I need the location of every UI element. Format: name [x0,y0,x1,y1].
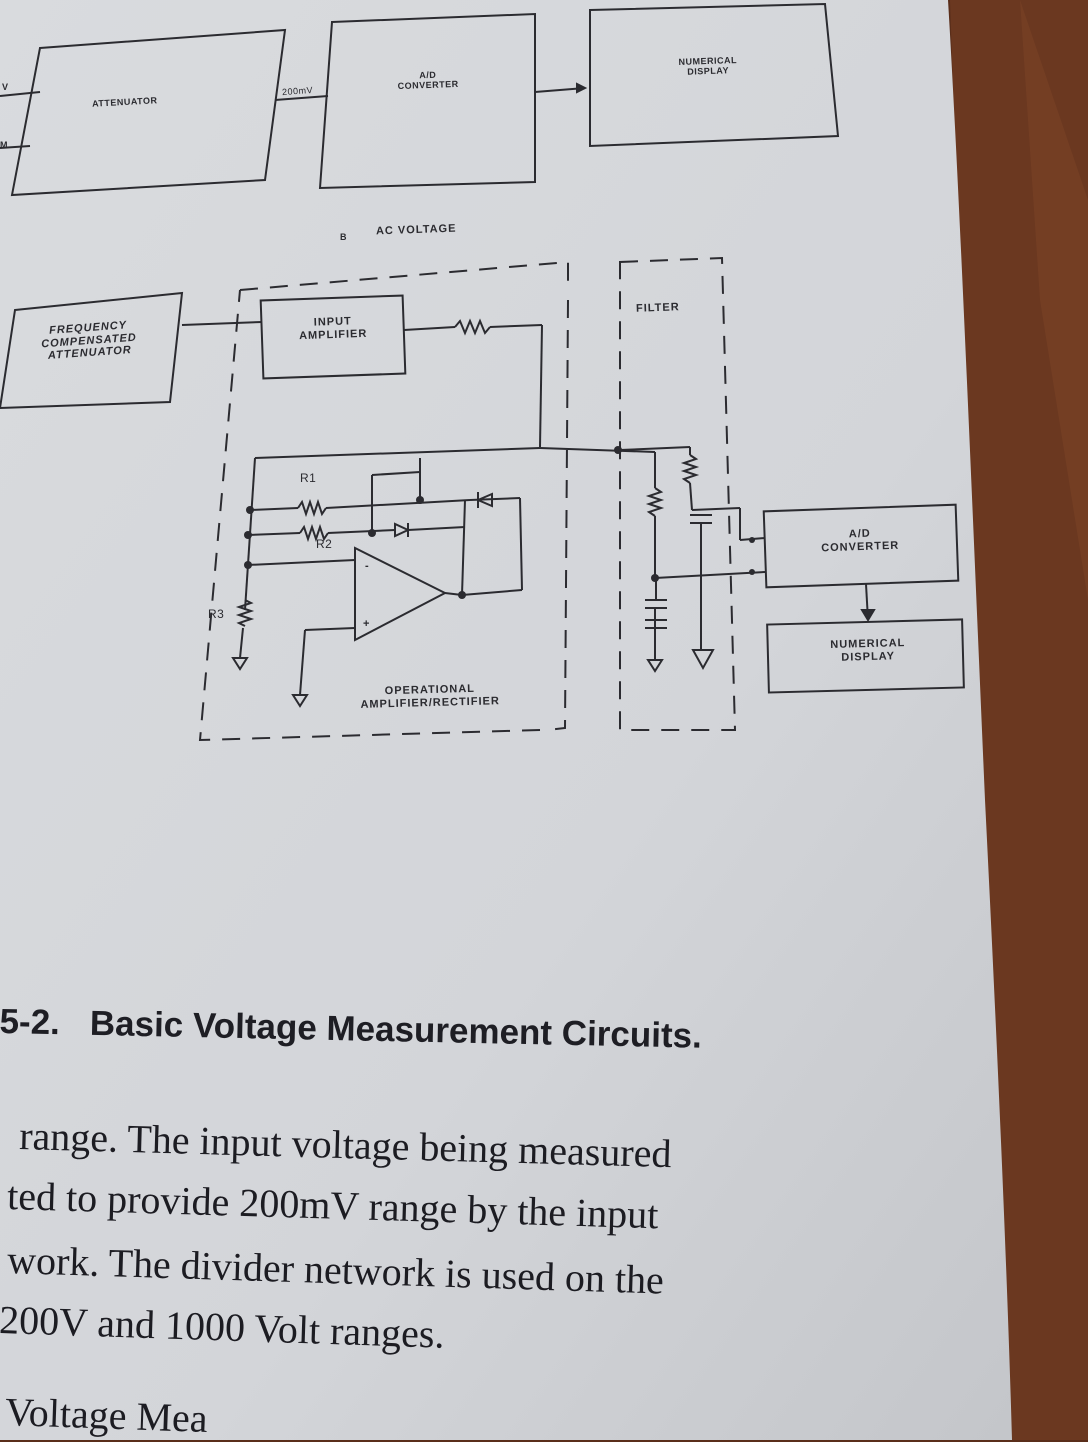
body-line-5: Voltage Mea [4,1388,209,1442]
r2-label: R2 [316,537,333,551]
input-amplifier-box [259,294,407,380]
ground-filter-2 [691,649,715,671]
freq-attenuator-box [0,291,184,410]
opamp-dashed-block [198,260,569,742]
section-b-letter: B [340,232,347,242]
top-ad-converter-box [318,12,536,190]
opamp-minus-label: - [365,560,370,572]
top-numerical-display-box [589,2,840,148]
r2-resistor [299,523,329,543]
input-amplifier-label: INPUT AMPLIFIER [298,315,368,342]
r1-resistor [297,498,327,518]
opamp-plus-label: + [363,618,371,630]
diode-top [475,492,493,508]
output-resistor [454,318,491,336]
op-amp-triangle [354,546,448,642]
r3-resistor [235,599,255,627]
range-200mv-label: 200mV [281,84,314,98]
ac-numerical-display-label: NUMERICAL DISPLAY [830,637,906,664]
filter-label: FILTER [635,301,680,315]
top-numerical-display-label: NUMERICAL DISPLAY [678,54,738,78]
ac-ad-converter-box [762,503,960,589]
r1-label: R1 [300,471,317,485]
top-left-m-label: M [0,140,8,150]
paper-sheet [0,0,1012,1440]
top-left-v-label: V [2,82,9,92]
filter-dashed-block [619,256,737,731]
ac-numerical-display-box [766,618,965,694]
top-ad-converter-label: A/D CONVERTER [397,69,459,92]
filter-resistor-left [645,487,665,517]
ground-filter-1 [646,659,664,673]
diode-mid [394,522,411,538]
r3-label: R3 [208,607,225,621]
ground-r3 [231,657,249,671]
filter-resistor-right [680,454,700,484]
figure-number: 5-2. [0,1002,61,1043]
ground-opamp [291,694,309,708]
